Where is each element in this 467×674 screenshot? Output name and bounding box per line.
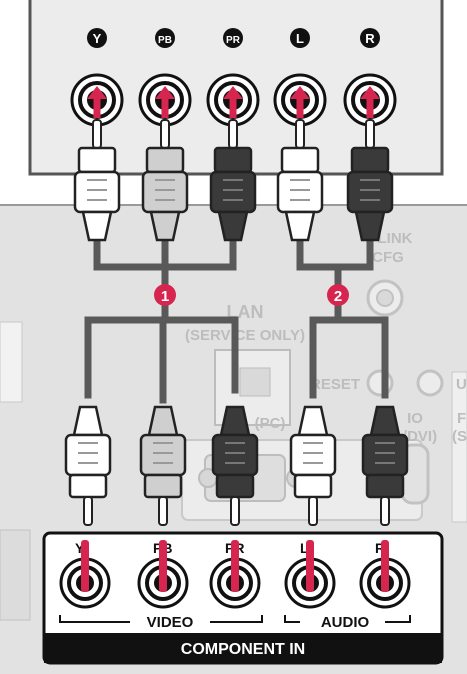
rca-plug-top-pr	[209, 119, 257, 242]
insert-bar-icon	[381, 540, 389, 592]
source-jack-pr: PR	[206, 28, 260, 127]
insert-arrow-icon	[155, 86, 175, 118]
source-jack-l: L	[273, 28, 327, 127]
svg-text:Y: Y	[93, 31, 102, 46]
insert-arrow-icon	[290, 86, 310, 118]
f-label: F	[457, 410, 466, 427]
rca-plug-top-l	[276, 119, 324, 242]
component-jack-pb: PB	[137, 540, 189, 609]
insert-bar-icon	[159, 540, 167, 592]
svg-text:1: 1	[161, 288, 169, 305]
insert-bar-icon	[231, 540, 239, 592]
component-jack-pr: PR	[209, 540, 261, 609]
svg-text:R: R	[375, 540, 385, 556]
svg-text:PB: PB	[158, 35, 172, 46]
lan-sublabel: (SERVICE ONLY)	[185, 327, 305, 344]
step-badge-1: 1	[154, 284, 176, 306]
svg-text:L: L	[300, 540, 309, 556]
audio-label: AUDIO	[321, 614, 370, 631]
s-label: (S	[452, 428, 467, 445]
insert-arrow-icon	[223, 86, 243, 118]
cfg-label: CFG	[372, 249, 404, 266]
component-jack-l: L	[284, 540, 336, 609]
rgb-pc-label: (PC)	[255, 415, 286, 432]
rca-plug-top-r	[346, 119, 394, 242]
reset-label: RESET	[310, 376, 360, 393]
insert-arrow-icon	[360, 86, 380, 118]
insert-bar-icon	[81, 540, 89, 592]
component-jack-y: Y	[59, 540, 111, 609]
jack-label-r: R	[360, 28, 380, 48]
rca-plug-top-y	[73, 119, 121, 242]
u-label: U	[456, 376, 467, 393]
rca-plug-bottom-y	[64, 405, 112, 526]
dvi-label: /DVI)	[403, 428, 437, 445]
rca-plug-top-pb	[141, 119, 189, 242]
source-jack-pb: PB	[138, 28, 192, 127]
step-badge-2: 2	[327, 284, 349, 306]
insert-arrow-icon	[87, 86, 107, 118]
jack-label-y: Y	[87, 28, 107, 48]
jack-label-l: L	[290, 28, 310, 48]
rca-plug-bottom-l	[289, 405, 337, 526]
jack-label-pb: PB	[155, 28, 175, 48]
svg-text:PR: PR	[226, 35, 241, 46]
video-label: VIDEO	[147, 614, 194, 631]
svg-text:2: 2	[334, 288, 342, 305]
source-jack-r: R	[343, 28, 397, 127]
insert-bar-icon	[306, 540, 314, 592]
rca-plug-bottom-pr	[211, 405, 259, 526]
rca-plug-bottom-r	[361, 405, 409, 526]
component-in-title: COMPONENT IN	[181, 641, 305, 658]
link-label: LINK	[378, 230, 413, 247]
source-jack-y: Y	[70, 28, 124, 127]
jack-label-pr: PR	[223, 28, 243, 48]
component-jack-r: R	[359, 540, 411, 609]
cable-lines	[84, 231, 389, 404]
rca-plug-bottom-pb	[139, 405, 187, 526]
svg-text:R: R	[365, 31, 375, 46]
svg-text:Y: Y	[75, 540, 85, 556]
svg-text:L: L	[296, 31, 304, 46]
audio-label-faded: IO	[407, 410, 423, 427]
